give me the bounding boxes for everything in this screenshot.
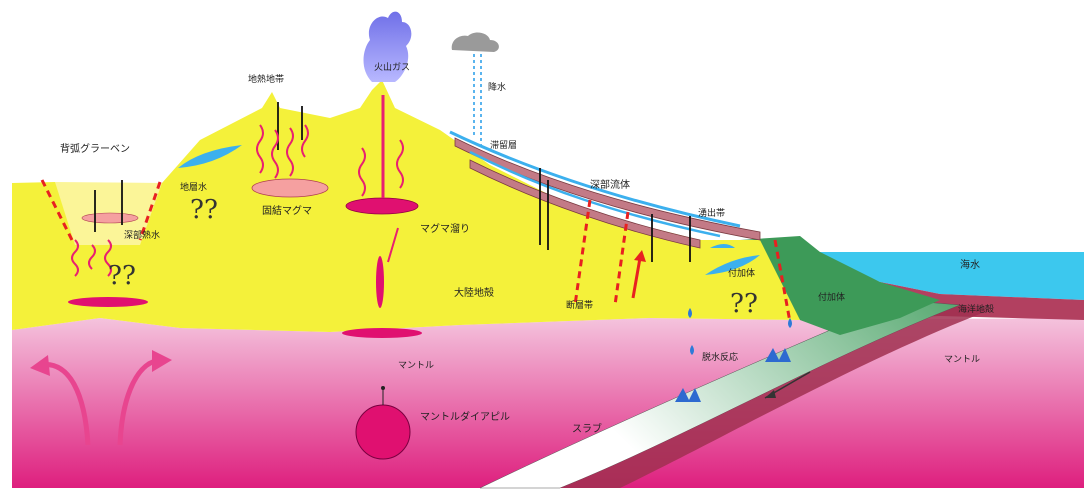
label-graben: 背弧グラーベン: [60, 142, 130, 155]
label-shallow-aquifer: 滞留層: [490, 139, 517, 151]
label-question-2: ??: [190, 195, 218, 225]
label-rain: 降水: [488, 81, 506, 93]
label-groundwater-1: 地層水: [180, 181, 207, 193]
label-spring: 湧出帯: [698, 207, 725, 219]
label-cooled-magma: 固結マグマ: [262, 204, 312, 217]
label-mantle-right: マントル: [944, 355, 980, 365]
label-mantle-left: マントル: [398, 361, 434, 371]
mantle-diapir: [356, 405, 410, 459]
label-volcano-area: 地熱地帯: [248, 73, 284, 85]
label-oceanic-crust: 海洋地殻: [958, 303, 994, 315]
graben-heat-lens: [82, 213, 138, 223]
label-gas: 火山ガス: [374, 62, 410, 73]
deep-magma-center: [342, 328, 422, 338]
label-slab: スラブ: [572, 422, 602, 435]
label-geothermal-water: 深部熱水: [124, 229, 160, 241]
label-fault: 断層帯: [566, 299, 593, 311]
label-crust: 大陸地殻: [454, 286, 494, 299]
deep-magma-left: [68, 297, 148, 307]
label-groundwater-2: 付加体: [728, 267, 755, 279]
label-deep-fluid: 深部流体: [590, 178, 630, 191]
magma-chamber: [346, 198, 418, 214]
label-magma-chamber: マグマ溜り: [420, 222, 470, 235]
cooled-magma: [252, 179, 328, 197]
label-dehydration: 脱水反応: [702, 351, 738, 363]
label-diapir: マントルダイアピル: [420, 410, 510, 423]
label-seawater: 海水: [960, 258, 980, 271]
label-accretion: 付加体: [818, 291, 845, 303]
label-question-1: ??: [108, 261, 136, 291]
rain-cloud: [452, 33, 499, 52]
dike: [376, 256, 384, 308]
label-question-3: ??: [730, 289, 758, 319]
